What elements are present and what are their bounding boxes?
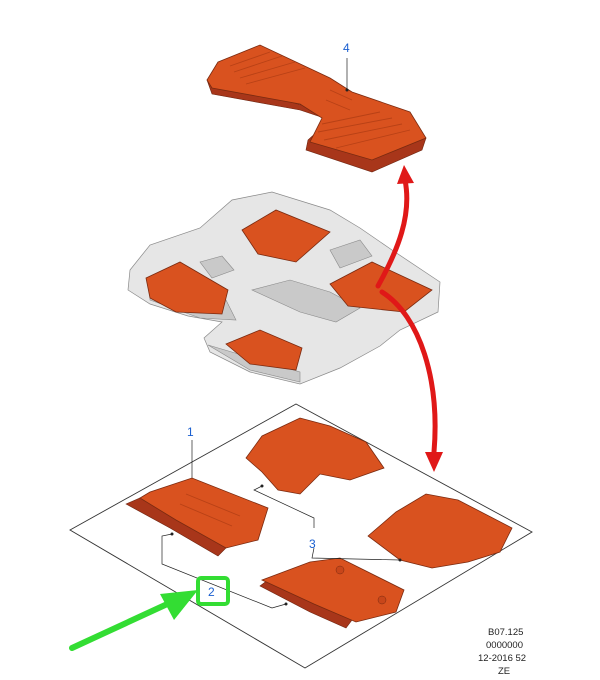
reference-line-4: ZE: [498, 666, 510, 677]
callout-1: 1: [187, 425, 194, 439]
rear-mat-part-4: [206, 44, 427, 173]
front-right-mat: [259, 557, 405, 629]
green-pointer-arrow: [69, 590, 198, 651]
down-arrow-shaft: [379, 289, 438, 455]
callout-3: 3: [309, 537, 316, 551]
kit-frame: [69, 403, 533, 669]
vehicle-floor-body: [127, 191, 441, 385]
rear-right-mat: [367, 493, 513, 569]
callout-4: 4: [343, 41, 350, 55]
front-left-mat: [125, 477, 269, 557]
up-arrow-shaft: [375, 177, 410, 289]
reference-line-2: 0000000: [486, 640, 523, 651]
rear-left-mat: [245, 417, 385, 495]
reference-line-1: B07.125: [488, 627, 523, 638]
up-arrow-head: [397, 165, 414, 184]
callout-2-highlight-box: [196, 576, 230, 606]
reference-code: B07.125 0000000 12-2016 52 ZE: [478, 627, 526, 677]
callout-2: 2: [208, 585, 215, 599]
reference-line-3: 12-2016 52: [478, 653, 526, 664]
assembly-arrows: [375, 165, 443, 472]
mat-set-part-1: [69, 403, 533, 669]
down-arrow-head: [425, 452, 443, 472]
